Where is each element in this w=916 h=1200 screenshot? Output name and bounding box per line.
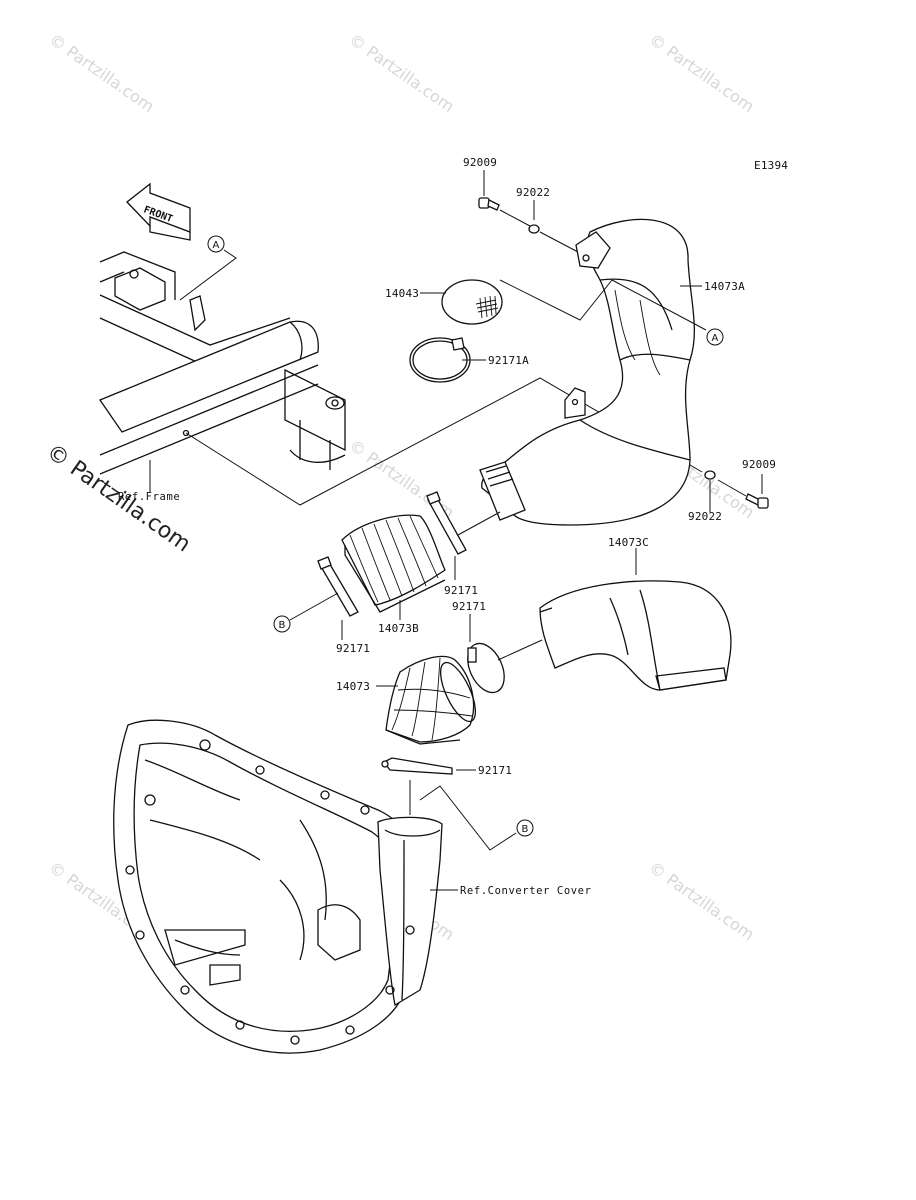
ref-converter-cover-label: Ref.Converter Cover: [460, 885, 592, 897]
band-upper-drawing: [426, 491, 467, 555]
part-label-92171-mid: 92171: [452, 600, 486, 613]
part-label-92171-lower: 92171: [478, 764, 512, 777]
part-label-92171-left: 92171: [336, 642, 370, 655]
part-label-92171a: 92171A: [488, 354, 529, 367]
leader-line: [717, 479, 747, 497]
bolt-right-icon: [745, 493, 769, 509]
callout-b-label: B: [279, 620, 286, 631]
watermark: © Partzilla.com: [346, 30, 458, 116]
callout-a-left: A: [179, 235, 237, 301]
frame-drawing: [99, 251, 346, 475]
part-label-92022-top: 92022: [516, 186, 550, 199]
callout-b-label: B: [522, 824, 529, 835]
part-label-14073: 14073: [336, 680, 370, 693]
part-label-14043: 14043: [385, 287, 419, 300]
band-left-drawing: [317, 556, 359, 617]
callout-a-label: A: [213, 240, 220, 251]
washer-top-icon: [528, 224, 540, 234]
part-label-14073a: 14073A: [704, 280, 745, 293]
part-label-92009-right: 92009: [742, 458, 776, 471]
leader-line: [289, 592, 339, 621]
callout-a-right: A: [611, 279, 724, 346]
part-label-14073b: 14073B: [378, 622, 419, 635]
band-lower-drawing: [381, 757, 453, 775]
duct-14073a-drawing: [479, 218, 695, 526]
part-label-92009-top: 92009: [463, 156, 497, 169]
leader-line: [499, 209, 531, 227]
part-label-92022-right: 92022: [688, 510, 722, 523]
leader-line: [499, 279, 613, 321]
element-14043-drawing: [441, 279, 503, 325]
watermark: © Partzilla.com: [646, 858, 758, 944]
watermark: © Partzilla.com: [46, 30, 158, 116]
callout-a-label: A: [712, 333, 719, 344]
converter-cover-drawing: [113, 719, 443, 1054]
front-arrow-icon: FRONT: [126, 182, 191, 241]
diagram-code: E1394: [754, 159, 788, 172]
band-mid-drawing: [467, 642, 505, 694]
callout-b-left: B: [273, 615, 291, 633]
leader-line: [539, 231, 579, 253]
callout-b-right: B: [516, 819, 534, 837]
clamp-92171a-drawing: [409, 337, 471, 383]
ref-frame-label: Ref.Frame: [118, 491, 180, 503]
leader-line: [497, 639, 543, 661]
duct-14073c-drawing: [539, 580, 732, 691]
leader-line: [409, 780, 517, 851]
washer-right-icon: [704, 470, 716, 480]
watermark: © Partzilla.com: [646, 30, 758, 116]
leader-line: [457, 511, 501, 536]
duct-14073b-drawing: [341, 514, 446, 613]
part-label-92171-upper: 92171: [444, 584, 478, 597]
duct-14073-drawing: [385, 655, 477, 745]
bolt-top-icon: [478, 197, 500, 211]
part-label-14073c: 14073C: [608, 536, 649, 549]
